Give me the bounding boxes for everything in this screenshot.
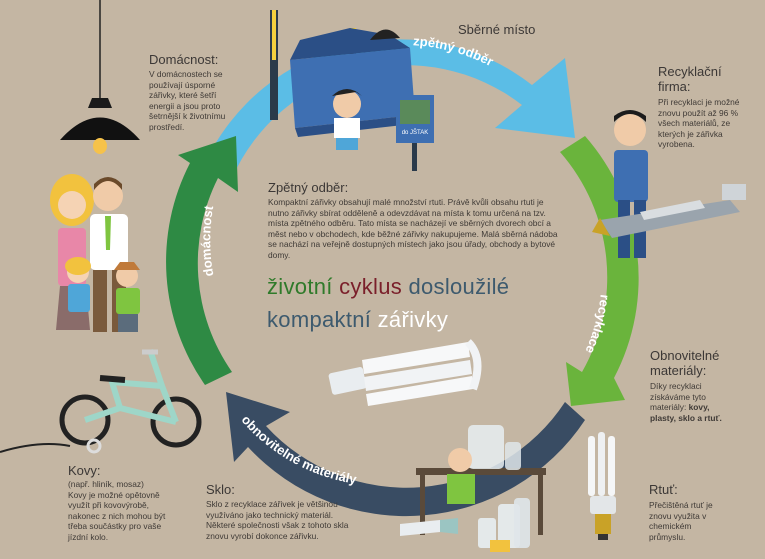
collection-point-illustration: do JŠTAK — [270, 10, 434, 171]
pendant-lamp-icon — [60, 0, 140, 154]
zpetny-odber-body: Kompaktní zářivky obsahují malé množství… — [268, 197, 558, 260]
arrow-domacnost — [166, 136, 238, 385]
zpetny-odber-block: Zpětný odběr: Kompaktní zářivky obsahují… — [268, 180, 568, 261]
rtut-heading: Rtuť: — [649, 482, 678, 497]
obnovitelne-materialy-block: Obnovitelné materiály: Díky recyklaci zí… — [650, 348, 755, 423]
cfl-bulb-vertical-icon — [588, 432, 616, 540]
sklo-body: Sklo z recyklace zářivek je většinou vyu… — [206, 499, 349, 541]
recycling-worker-illustration — [592, 110, 746, 258]
rtut-block: Rtuť: Přečištěná rtuť je znovu využita v… — [649, 482, 739, 542]
obnovitelne-materialy-heading: Obnovitelné materiály: — [650, 348, 720, 378]
domacnost-body: V domácnostech se používají úsporné záři… — [149, 69, 226, 132]
kovy-heading: Kovy: — [68, 463, 101, 478]
kovy-block: Kovy: (např. hliník, mosaz) Kovy je možn… — [68, 463, 188, 543]
domacnost-heading: Domácnost: — [149, 52, 219, 67]
family-illustration — [50, 174, 140, 332]
kovy-sub: (např. hliník, mosaz) — [68, 479, 144, 489]
kovy-body: Kovy je možné opětovně využít při kovový… — [68, 489, 166, 542]
obnovitelne-materialy-body: Díky recyklaci získáváme tyto materiály:… — [650, 381, 736, 423]
bicycle-illustration — [0, 349, 202, 454]
cfl-bulb-center-icon — [328, 339, 482, 406]
obnovitelne-materialy-intro: Díky recyklaci získáváme tyto materiály: — [650, 381, 706, 413]
title-word-cyklus: cyklus — [339, 274, 403, 299]
title-word-zivotni: životní — [267, 274, 333, 299]
domacnost-block: Domácnost: V domácnostech se používají ú… — [149, 52, 259, 133]
zpetny-odber-heading: Zpětný odběr: — [268, 180, 349, 195]
title-word-zarivky: zářivky — [377, 307, 449, 332]
svg-text:do JŠTAK: do JŠTAK — [402, 129, 429, 136]
sberne-misto-heading: Sběrné místo — [458, 22, 536, 37]
arrow-obnovitelne-materialy — [226, 392, 585, 517]
title-word-kompaktni: kompaktní — [267, 307, 372, 332]
obnovitelne-materialy-list: kovy, plasty, sklo a rtuť. — [650, 402, 722, 423]
main-title-line2: kompaktní zářivky — [267, 307, 448, 333]
lab-glassware-illustration — [400, 425, 546, 552]
sklo-block: Sklo: Sklo z recyklace zářivek je většin… — [206, 482, 366, 541]
title-word-dosluzile: dosloužilé — [408, 274, 510, 299]
recyklacni-firma-body: Při recyklaci je možné znovu použít až 9… — [658, 97, 740, 150]
label-domacnost: domácnost — [198, 204, 216, 278]
recyklacni-firma-heading: Recyklační firma: — [658, 64, 722, 94]
main-title-line1: životní cyklus dosloužilé — [267, 274, 509, 300]
recyklacni-firma-block: Recyklační firma: Při recyklaci je možné… — [658, 64, 758, 150]
sklo-heading: Sklo: — [206, 482, 235, 497]
rtut-body: Přečištěná rtuť je znovu využita v chemi… — [649, 500, 713, 542]
